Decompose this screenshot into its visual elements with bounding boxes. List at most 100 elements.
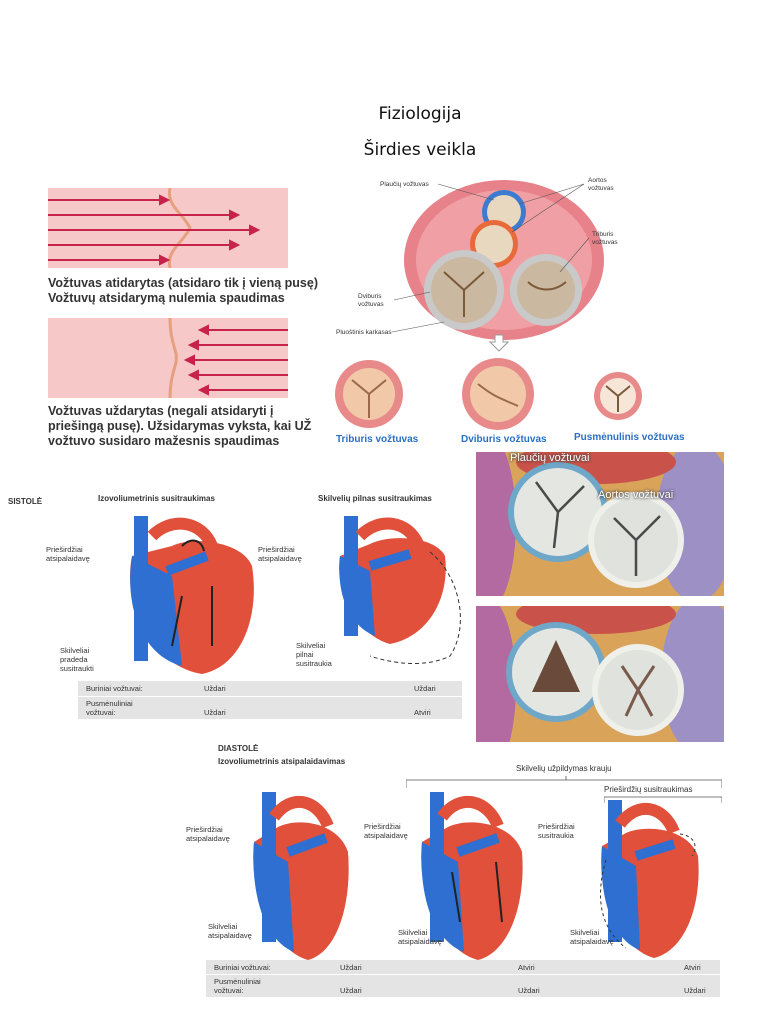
photo-label-aortic: Aortos vožtuvai	[598, 489, 674, 501]
label-aortic-valve-1: Aortos	[588, 177, 608, 184]
page-subject: Fiziologija	[378, 104, 462, 124]
diastole-row2-value-2: Uždari	[518, 986, 540, 995]
label-aortic-valve-2: vožtuvas	[588, 185, 614, 192]
systole-phase2-title: Skilvelių pilnas susitraukimas	[318, 494, 432, 503]
valve-anatomy-diagram: Plaučių vožtuvas Aortos vožtuvas Triburi…	[334, 172, 684, 350]
systole-1-ventricle-label-2: pradeda	[60, 655, 88, 664]
systole-row-atrioventricular: Buriniai vožtuvai: Uždari Uždari	[78, 681, 462, 696]
valve-type-semilunar	[592, 370, 644, 422]
valve-open-illustration	[48, 188, 288, 268]
diastole-row2-label: Pusmėnuliniai vožtuvai:	[214, 977, 261, 995]
systole-row1-value-1: Uždari	[204, 684, 226, 693]
systole-heart-2	[330, 516, 470, 676]
tricuspid-valve-image	[335, 360, 403, 428]
heart-diagram-isovolumetric-relaxation	[253, 792, 349, 960]
systole-1-atria-label-1: Prieširdžiai	[46, 545, 83, 554]
systole-row2-label: Pusmėnuliniai vožtuvai:	[86, 699, 133, 717]
semilunar-valve-image	[594, 372, 642, 420]
valve-open-caption: Vožtuvas atidarytas (atsidaro tik į vien…	[48, 276, 318, 306]
diastole-3-atria-label: Prieširdžiai susitraukia	[538, 822, 575, 840]
systole-2-atria-label-2: atsipalaidavę	[258, 554, 302, 563]
label-tricuspid-valve-1: Triburis	[592, 231, 614, 238]
valve-closed-caption-line3: vožtuvo susidaro mažesnis spaudimas	[48, 434, 280, 448]
diastole-heart-3	[596, 800, 706, 960]
systole-row1-label: Buriniai vožtuvai:	[86, 684, 143, 693]
systole-2-atria-label-1: Prieširdžiai	[258, 545, 295, 554]
systole-heading: SISTOLĖ	[8, 497, 43, 506]
photo-label-pulmonary: Plaučių vožtuvai	[510, 452, 590, 464]
diastole-row2-value-3: Uždari	[684, 986, 706, 995]
heart-diagram-full-contraction	[339, 516, 461, 664]
systole-1-atria-label-2: atsipalaidavę	[46, 554, 90, 563]
diastole-2-ventricle-label: Skilveliai atsipalaidavę	[398, 928, 442, 946]
systole-row2-label-2: vožtuvai:	[86, 708, 116, 717]
label-tricuspid-valve-2: vožtuvas	[592, 239, 618, 246]
heart-diagram-isovolumetric-contraction	[130, 516, 254, 674]
diastole-row2-label-2: vožtuvai:	[214, 986, 244, 995]
valve-closed-caption-line2: priešingą pusę). Užsidarymas vyksta, kai…	[48, 419, 312, 433]
systole-row2-value-1: Uždari	[204, 708, 226, 717]
page-topic: Širdies veikla	[363, 140, 477, 160]
diastole-row2-value-1: Uždari	[340, 986, 362, 995]
valve-open-caption-line1: Vožtuvas atidarytas (atsidaro tik į vien…	[48, 276, 318, 290]
down-arrow-icon	[489, 334, 509, 352]
diastole-2-ventricle-label-2: atsipalaidavę	[398, 937, 442, 946]
valve-closed-diagram	[48, 318, 288, 398]
systole-2-ventricle-label-2: pilnai	[296, 650, 314, 659]
valve-type-tricuspid	[332, 358, 410, 432]
heart-diagram-ventricular-filling	[421, 792, 523, 960]
systole-1-ventricle-label: Skilveliai pradeda susitraukti	[60, 646, 94, 673]
valve-type-tricuspid-label: Triburis vožtuvas	[336, 434, 419, 445]
diastole-3-ventricle-label-2: atsipalaidavę	[570, 937, 614, 946]
systole-row2-value-2: Atviri	[414, 708, 431, 717]
systole-heart-1	[112, 516, 262, 676]
diastole-1-ventricle-label-2: atsipalaidavę	[208, 931, 252, 940]
diastole-3-ventricle-label-1: Skilveliai	[570, 928, 600, 937]
diastole-2-atria-label-2: atsipalaidavę	[364, 831, 408, 840]
systole-1-ventricle-label-3: susitraukti	[60, 664, 94, 673]
valve-closed-caption: Vožtuvas uždarytas (negali atsidaryti į …	[48, 404, 318, 449]
diastole-row1-value-3: Atviri	[684, 963, 701, 972]
diastole-filling-bracket	[406, 776, 722, 790]
valve-flow-diagram	[48, 188, 288, 268]
diastole-filling-title: Skilvelių užpildymas krauju	[516, 764, 612, 773]
diastole-3-atria-label-2: susitraukia	[538, 831, 574, 840]
bicuspid-valve-image	[462, 358, 534, 430]
systole-2-ventricle-label-3: susitraukia	[296, 659, 332, 668]
systole-2-atria-label: Prieširdžiai atsipalaidavę	[258, 545, 302, 563]
valve-closed-caption-line1: Vožtuvas uždarytas (negali atsidaryti į	[48, 404, 274, 418]
diastole-3-atria-label-1: Prieširdžiai	[538, 822, 575, 831]
diastole-row-atrioventricular: Buriniai vožtuvai: Uždari Atviri Atviri	[206, 960, 720, 974]
valve-type-bicuspid	[456, 358, 542, 432]
systole-1-ventricle-label-1: Skilveliai	[60, 646, 90, 655]
valve-open-caption-line2: Vožtuvų atsidarymą nulemia spaudimas	[48, 291, 285, 305]
valves-open-illustration	[476, 452, 724, 596]
diastole-2-atria-label-1: Prieširdžiai	[364, 822, 401, 831]
label-fibrous-skeleton: Pluoštinis karkasas	[336, 329, 392, 336]
systole-phase1-title: Izovoliumetrinis susitraukimas	[98, 494, 215, 503]
systole-row-semilunar: Pusmėnuliniai vožtuvai: Uždari Atviri	[78, 697, 462, 719]
label-bicuspid-valve-2: vožtuvas	[358, 301, 384, 308]
diastole-row1-value-1: Uždari	[340, 963, 362, 972]
diastole-3-ventricle-label: Skilveliai atsipalaidavę	[570, 928, 614, 946]
diastole-heart-1	[248, 792, 352, 962]
valves-closed-illustration	[476, 606, 724, 742]
diastole-row2-label-1: Pusmėnuliniai	[214, 977, 261, 986]
valve-type-bicuspid-label: Dviburis vožtuvas	[461, 434, 547, 445]
diastole-heading: DIASTOLĖ	[218, 744, 259, 753]
diastole-heart-2	[416, 792, 528, 962]
systole-row2-label-1: Pusmėnuliniai	[86, 699, 133, 708]
diastole-phase1-title: Izovoliumetrinis atsipalaidavimas	[218, 757, 346, 766]
diastole-1-ventricle-label: Skilveliai atsipalaidavę	[208, 922, 252, 940]
label-pulmonary-valve: Plaučių vožtuvas	[380, 181, 430, 188]
diastole-row-semilunar: Pusmėnuliniai vožtuvai: Uždari Uždari Už…	[206, 975, 720, 997]
semilunar-valves-closed-photo	[476, 606, 724, 742]
valve-closed-illustration	[48, 318, 288, 398]
diastole-2-ventricle-label-1: Skilveliai	[398, 928, 428, 937]
diastole-row1-label: Buriniai vožtuvai:	[214, 963, 271, 972]
diastole-row1-value-2: Atviri	[518, 963, 535, 972]
systole-1-atria-label: Prieširdžiai atsipalaidavę	[46, 545, 90, 563]
diastole-atrial-bracket	[604, 795, 722, 803]
systole-2-ventricle-label-1: Skilveliai	[296, 641, 326, 650]
semilunar-valves-open-photo	[476, 452, 724, 596]
